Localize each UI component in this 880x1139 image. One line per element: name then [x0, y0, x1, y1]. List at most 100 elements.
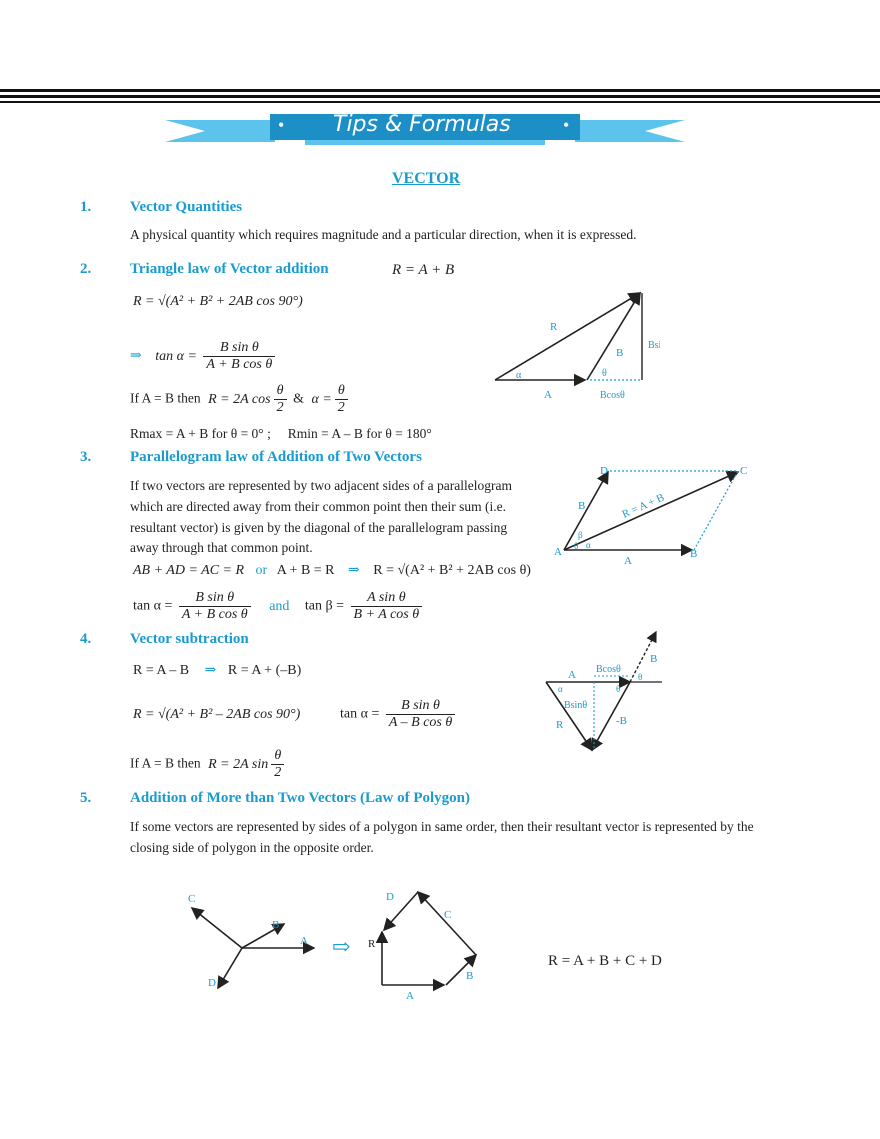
sub-frac-theta: θ	[271, 748, 285, 765]
fig1-bsin-label: Bsinθ	[648, 340, 660, 351]
pg-beta-label: β	[578, 530, 583, 540]
pg-theta-label: θ	[574, 541, 578, 551]
sub-if-a-equals-b: If A = B then	[130, 755, 201, 771]
resultant-formula: R = √(A² + B² + 2AB cos 90°)	[133, 294, 303, 309]
implies-arrow-2: ⇒	[348, 563, 360, 578]
sub-tan-num: B sin θ	[385, 698, 456, 715]
if-a-equals-b-text: If A = B then	[130, 390, 201, 406]
sub-bcos-label: Bcosθ	[596, 664, 621, 675]
star-label-d: D	[208, 977, 216, 989]
top-rule-3	[0, 101, 880, 103]
fig1-theta-label: θ	[602, 368, 607, 379]
subtraction-equations: R = A – B ⇒ R = A + (–B)	[133, 662, 301, 679]
banner-shape	[165, 114, 685, 145]
pg-vector-b	[563, 470, 609, 551]
poly-vector-b	[445, 953, 478, 986]
section-5-title: Addition of More than Two Vectors (Law o…	[130, 790, 471, 806]
parallelogram-r-formula: R = √(A² + B² + 2AB cos θ)	[373, 563, 531, 578]
subtraction-figure: A Bcosθ B α θ θ Bsinθ R -B	[545, 630, 662, 752]
vector-r-line	[494, 292, 642, 381]
star-vector-b	[241, 923, 286, 949]
poly-label-c: C	[444, 909, 451, 921]
r-2a-cos: R = 2A cos	[208, 391, 271, 407]
sub-b-label: B	[650, 653, 657, 665]
pg-diagonal	[563, 470, 740, 551]
pg-vec-a-label: A	[624, 555, 632, 567]
frac-theta-2: θ	[334, 383, 348, 400]
top-rule-1	[0, 89, 880, 92]
sub-alpha-label: α	[558, 684, 563, 694]
poly-label-b: B	[466, 970, 473, 982]
section-1-text: A physical quantity which requires magni…	[130, 227, 637, 242]
tan-alpha-denominator: A + B cos θ	[206, 357, 273, 372]
star-vector-c	[190, 907, 243, 949]
frac-two: 2	[276, 400, 284, 415]
sub-theta-label-1: θ	[616, 684, 620, 694]
polygon-sum-equation: R = A + B + C + D	[548, 953, 662, 969]
top-rule-2	[0, 95, 880, 98]
parallelogram-figure: D C A B B A R = A + B β α θ	[554, 465, 747, 567]
sub-theta-label-2: θ	[638, 672, 642, 682]
triangle-law-equation: R = A + B	[392, 262, 455, 278]
frac-two-2: 2	[337, 400, 345, 415]
sub-r-label: R	[556, 719, 564, 731]
pg-label-b: B	[690, 548, 697, 560]
poly-label-r: R	[368, 938, 376, 950]
fig1-alpha-label: α	[516, 370, 522, 381]
star-vector-d	[217, 947, 243, 990]
triangle-law-figure: R B A α θ Bsinθ Bcosθ	[494, 291, 660, 401]
page-title: VECTOR	[392, 170, 461, 187]
sub-vector-neg-b	[591, 681, 631, 752]
pg-label-c: C	[740, 465, 747, 477]
r-2a-sin: R = 2A sin	[208, 756, 269, 772]
star-label-b: B	[272, 919, 279, 931]
fig1-a-label: A	[544, 389, 552, 401]
a-plus-b-eq: A + B = R	[276, 563, 335, 578]
subtraction-r-formula: R = √(A² + B² – 2AB cos 90°)	[133, 707, 301, 722]
tan-beta-den: B + A cos θ	[353, 607, 420, 622]
poly-label-a: A	[406, 990, 414, 1002]
ampersand: &	[293, 391, 304, 407]
banner-title: Tips & Formulas	[333, 112, 511, 137]
tan-alpha-den-2: A + B cos θ	[181, 607, 248, 622]
tan-alpha-fraction: B sin θ A + B cos θ	[203, 340, 276, 373]
implies-arrow-3: ⇒	[204, 663, 217, 678]
tan-alpha-formula: ⇒ tan α = B sin θ A + B cos θ	[130, 340, 278, 373]
poly-label-d: D	[386, 891, 394, 903]
r-a-minus-b: R = A – B	[133, 663, 190, 678]
section-4-title: Vector subtraction	[130, 631, 249, 647]
section-4-number: 4.	[80, 631, 92, 647]
ab-ad-ac-eq: AB + AD = AC = R	[133, 563, 245, 578]
polygon-figure: C B A D ⇨ A B C D R	[188, 890, 478, 1002]
pg-dotted-right	[693, 470, 739, 551]
tan-alpha-lhs: tan α =	[155, 348, 197, 364]
alpha-equals: α =	[311, 391, 332, 407]
poly-vector-d	[382, 891, 419, 932]
rmax-rmin-text: Rmax = A + B for θ = 0° ; Rmin = A – B f…	[130, 426, 432, 441]
vector-b-line	[586, 291, 641, 381]
sub-frac-two: 2	[274, 765, 282, 780]
tan-beta-lhs: tan β =	[304, 598, 345, 614]
section-1-title: Vector Quantities	[130, 199, 243, 215]
and-text: and	[269, 598, 290, 614]
sub-tan-den: A – B cos θ	[388, 715, 453, 730]
section-3-number: 3.	[80, 449, 92, 465]
pg-diag-label: R = A + B	[620, 492, 666, 521]
implies-arrow: ⇒	[130, 348, 142, 364]
section-2-number: 2.	[80, 261, 92, 277]
section-3-line-4: away through that common point.	[130, 540, 313, 555]
tan-alpha-num-2: B sin θ	[178, 590, 251, 607]
pg-label-a: A	[554, 546, 562, 558]
sub-vector-b-dotted	[629, 630, 657, 683]
fig1-bcos-label: Bcosθ	[600, 390, 625, 401]
sub-bsin-label: Bsinθ	[564, 700, 587, 711]
pg-label-d: D	[600, 465, 608, 477]
